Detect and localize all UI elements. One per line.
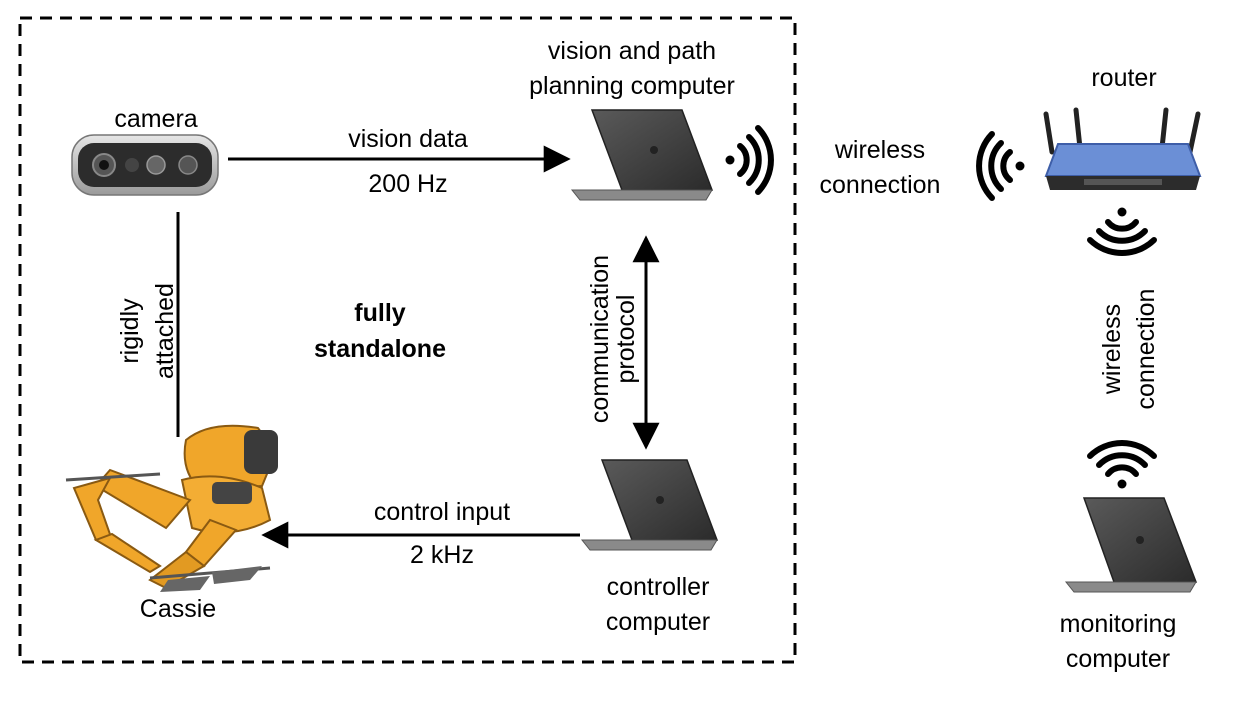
depth-camera-icon <box>71 134 219 196</box>
control-input-label: control input <box>373 498 511 526</box>
standalone-boundary <box>18 16 797 664</box>
router-label: router <box>1091 64 1157 92</box>
vision-computer-label-line2: planning computer <box>529 72 735 100</box>
controller-computer-label-line1: controller <box>606 573 710 601</box>
vision-rate-label: 200 Hz <box>368 170 448 198</box>
wifi-signal-icon <box>1087 207 1157 256</box>
camera-label: camera <box>114 105 198 133</box>
wireless-connection-label: connection <box>819 171 941 199</box>
monitoring-computer-label-line1: monitoring <box>1059 610 1177 638</box>
vision-computer-label-line1: vision and path <box>547 37 717 65</box>
control-rate-label: 2 kHz <box>410 541 474 569</box>
laptop-icon <box>570 109 714 201</box>
wireless-connection-label: wireless <box>834 136 926 164</box>
protocol-label: protocol <box>612 294 640 384</box>
monitoring-computer-label-line2: computer <box>1065 645 1171 673</box>
wifi-signal-icon <box>725 125 774 195</box>
wifi-signal-icon <box>976 131 1025 201</box>
vision-data-label: vision data <box>348 125 468 153</box>
wireless-connection-vertical-label: wireless <box>1098 303 1126 395</box>
cassie-label: Cassie <box>139 595 217 623</box>
laptop-icon <box>1064 497 1198 593</box>
biped-robot-icon <box>65 424 278 592</box>
wireless-connection-vertical-label: connection <box>1132 288 1160 410</box>
rigidly-label: rigidly <box>116 298 144 364</box>
standalone-label: standalone <box>314 335 446 363</box>
attached-label: attached <box>151 283 179 379</box>
controller-computer-label-line2: computer <box>605 608 711 636</box>
laptop-icon <box>580 459 719 551</box>
fully-label: fully <box>354 299 406 327</box>
wifi-signal-icon <box>1087 440 1157 489</box>
router-icon <box>1043 107 1202 190</box>
